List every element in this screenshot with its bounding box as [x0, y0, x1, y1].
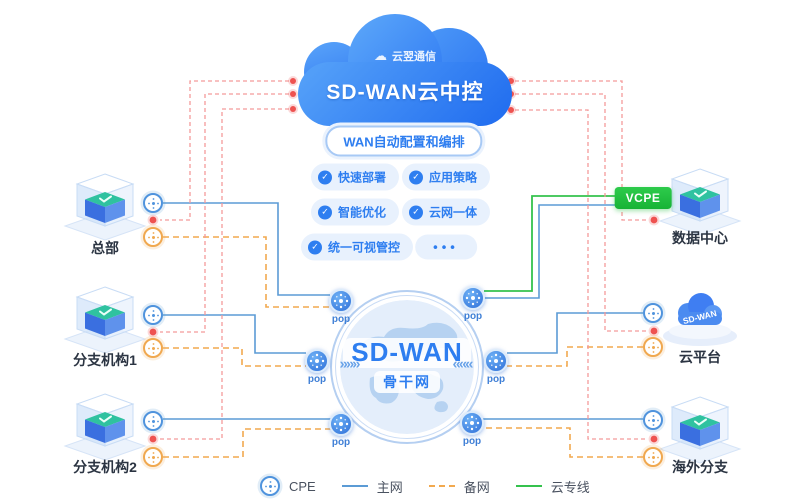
backup-line-hq	[163, 236, 330, 308]
site-headquarters: 总部	[91, 240, 119, 256]
legend-main-network: 主网	[341, 477, 403, 496]
backup-line-overseas	[483, 427, 643, 458]
pop-node-bottom-right: pop	[460, 411, 484, 447]
mgmt-line-datacenter	[515, 80, 647, 221]
mgmt-line-branch2	[160, 108, 289, 440]
wan-panel-title: WAN自动配置和编排	[325, 125, 483, 157]
mgmt-dots	[147, 76, 660, 445]
backbone-subtitle: 骨干网	[374, 370, 440, 393]
cpe-cloudplatform-main	[643, 303, 663, 323]
main-line-vcpe	[484, 204, 625, 299]
pop-icon	[329, 289, 353, 313]
mgmt-line-cloudplatform	[515, 93, 647, 332]
server-icon	[64, 393, 146, 461]
pop-icon	[329, 412, 353, 436]
main-line-cloudplatform	[507, 312, 643, 354]
feature-chip: ✓ 快速部署	[310, 163, 400, 191]
cpe-branch1-main	[143, 305, 163, 325]
pop-node-mid-left: pop	[305, 349, 329, 385]
backbone-title: SD-WAN	[343, 337, 471, 368]
check-icon: ✓	[317, 170, 332, 184]
brand-logo: ☁ 云翌通信	[298, 48, 512, 64]
pop-node-bottom-left: pop	[329, 412, 353, 448]
site-branch1: 分支机构1	[73, 352, 137, 368]
backup-line-branch1	[163, 347, 306, 367]
backup-line-branch2	[163, 428, 331, 458]
cpe-branch2-backup	[143, 447, 163, 467]
pop-icon	[460, 411, 484, 435]
cpe-hq-backup	[143, 227, 163, 247]
feature-chip: ✓ 云网一体	[401, 198, 491, 226]
flow-arrows-right: «««	[452, 355, 473, 373]
feature-chip-more: •••	[415, 234, 477, 260]
flow-arrows-left: »»»	[339, 355, 360, 373]
site-overseas: 海外分支	[672, 459, 728, 475]
backup-line-cloudplatform	[507, 346, 643, 367]
brand-logo-text: 云翌通信	[392, 51, 436, 63]
cpe-hq-main	[143, 193, 163, 213]
backbone-globe: SD-WAN 骨干网	[330, 290, 484, 444]
brand-cloud-icon: ☁	[374, 48, 387, 63]
check-icon: ✓	[408, 170, 423, 184]
vcpe-badge: VCPE	[614, 187, 672, 209]
mgmt-line-hq	[160, 80, 289, 221]
server-icon	[64, 173, 146, 241]
pop-node-top-left: pop	[329, 289, 353, 325]
server-icon	[64, 286, 146, 354]
server-icon	[659, 396, 741, 464]
cpe-branch1-backup	[143, 338, 163, 358]
backbone-labels: SD-WAN 骨干网	[332, 337, 482, 393]
feature-chip: ✓ 应用策略	[401, 163, 491, 191]
cpe-overseas-backup	[643, 447, 663, 467]
main-line-branch1	[163, 314, 306, 354]
legend-backup-network: 备网	[428, 477, 490, 496]
check-icon: ✓	[317, 205, 332, 219]
mgmt-line-overseas	[515, 109, 647, 440]
mgmt-line-branch1	[160, 93, 289, 333]
backup-line-swatch	[428, 485, 455, 487]
main-line-hq	[163, 202, 330, 296]
pop-icon	[461, 286, 485, 310]
pop-icon	[305, 349, 329, 373]
pop-node-top-right: pop	[461, 286, 485, 322]
site-datacenter: 数据中心	[672, 230, 728, 246]
site-cloudplatform: 云平台	[679, 349, 721, 365]
legend-cpe: CPE	[260, 476, 316, 496]
main-line-swatch	[341, 485, 368, 487]
cloud-line-vcpe	[484, 195, 625, 292]
cloud-controller-title: SD-WAN云中控	[326, 81, 484, 104]
feature-chip: ✓ 统一可视管控	[300, 233, 414, 261]
cpe-icon	[260, 476, 280, 496]
site-branch2: 分支机构2	[73, 459, 137, 475]
pop-icon	[484, 349, 508, 373]
cloud-platform-icon: SD-WAN	[663, 293, 737, 346]
feature-chip: ✓ 智能优化	[310, 198, 400, 226]
check-icon: ✓	[307, 240, 322, 254]
pop-node-mid-right: pop	[484, 349, 508, 385]
legend-cloud-line: 云专线	[515, 477, 590, 496]
cloud-line-swatch	[515, 485, 542, 487]
cpe-cloudplatform-backup	[643, 337, 663, 357]
cloud-controller: ☁ 云翌通信 SD-WAN云中控	[298, 14, 512, 126]
legend: CPE 主网 备网 云专线	[260, 476, 590, 496]
check-icon: ✓	[408, 205, 423, 219]
cpe-branch2-main	[143, 411, 163, 431]
cpe-overseas-main	[643, 410, 663, 430]
